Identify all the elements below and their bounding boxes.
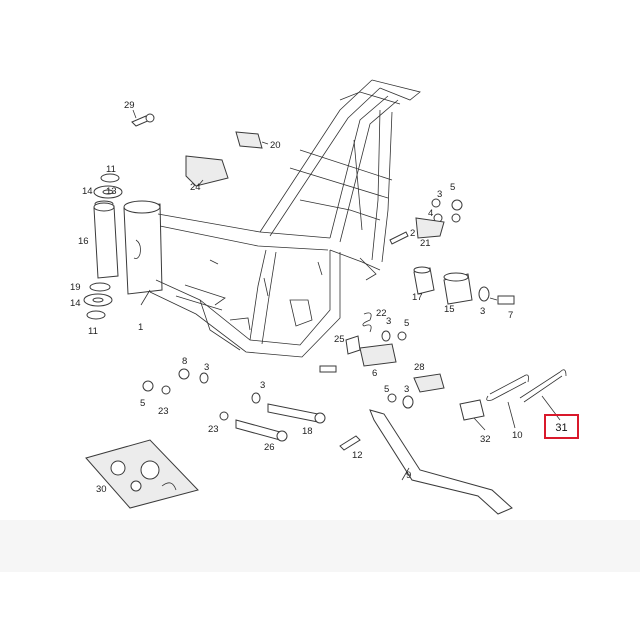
part-icons bbox=[83, 113, 567, 515]
label-part-23: 23 bbox=[208, 424, 219, 435]
label-part-7: 7 bbox=[508, 310, 513, 321]
label-part-5: 5 bbox=[450, 182, 455, 193]
leader-lines bbox=[132, 109, 561, 481]
label-part-3: 3 bbox=[260, 380, 265, 391]
label-part-14: 14 bbox=[70, 298, 81, 309]
label-part-10: 10 bbox=[512, 430, 523, 441]
label-part-31-highlighted: 31 bbox=[555, 422, 567, 434]
label-part-3: 3 bbox=[204, 362, 209, 373]
label-part-29: 29 bbox=[124, 100, 135, 111]
label-part-3: 3 bbox=[480, 306, 485, 317]
frame-drawing bbox=[123, 79, 421, 358]
label-part-6: 6 bbox=[372, 368, 377, 379]
label-part-3: 3 bbox=[437, 189, 442, 200]
part-labels: 29 20 24 11 14 13 16 19 14 11 1 3 5 4 21… bbox=[70, 100, 523, 495]
label-part-30: 30 bbox=[96, 484, 107, 495]
label-part-13: 13 bbox=[106, 186, 117, 197]
label-part-5: 5 bbox=[384, 384, 389, 395]
label-part-12: 12 bbox=[352, 450, 363, 461]
label-part-1: 1 bbox=[138, 322, 143, 333]
label-part-14: 14 bbox=[82, 186, 93, 197]
highlight-box bbox=[544, 414, 579, 439]
label-part-17: 17 bbox=[412, 292, 423, 303]
label-part-24: 24 bbox=[190, 182, 201, 193]
label-part-15: 15 bbox=[444, 304, 455, 315]
label-part-16: 16 bbox=[78, 236, 89, 247]
label-part-23: 23 bbox=[158, 406, 169, 417]
label-part-25: 25 bbox=[334, 334, 345, 345]
label-part-28: 28 bbox=[414, 362, 425, 373]
label-part-11: 11 bbox=[106, 164, 116, 175]
bottom-shade-band bbox=[0, 520, 640, 572]
label-part-11: 11 bbox=[88, 326, 98, 337]
label-part-22: 22 bbox=[376, 308, 387, 319]
label-part-5: 5 bbox=[404, 318, 409, 329]
label-part-20: 20 bbox=[270, 140, 281, 151]
highlighted-part-callout[interactable]: 31 bbox=[544, 414, 579, 439]
label-part-3: 3 bbox=[386, 316, 391, 327]
label-part-8: 8 bbox=[182, 356, 187, 367]
label-part-4: 4 bbox=[428, 208, 433, 219]
label-part-26: 26 bbox=[264, 442, 275, 453]
label-part-3: 3 bbox=[404, 384, 409, 395]
label-part-18: 18 bbox=[302, 426, 313, 437]
label-part-5: 5 bbox=[140, 398, 145, 409]
label-part-9: 9 bbox=[406, 470, 411, 481]
label-part-32: 32 bbox=[480, 434, 491, 445]
label-part-2: 2 bbox=[410, 228, 415, 239]
label-part-19: 19 bbox=[70, 282, 81, 293]
label-part-21: 21 bbox=[420, 238, 431, 249]
